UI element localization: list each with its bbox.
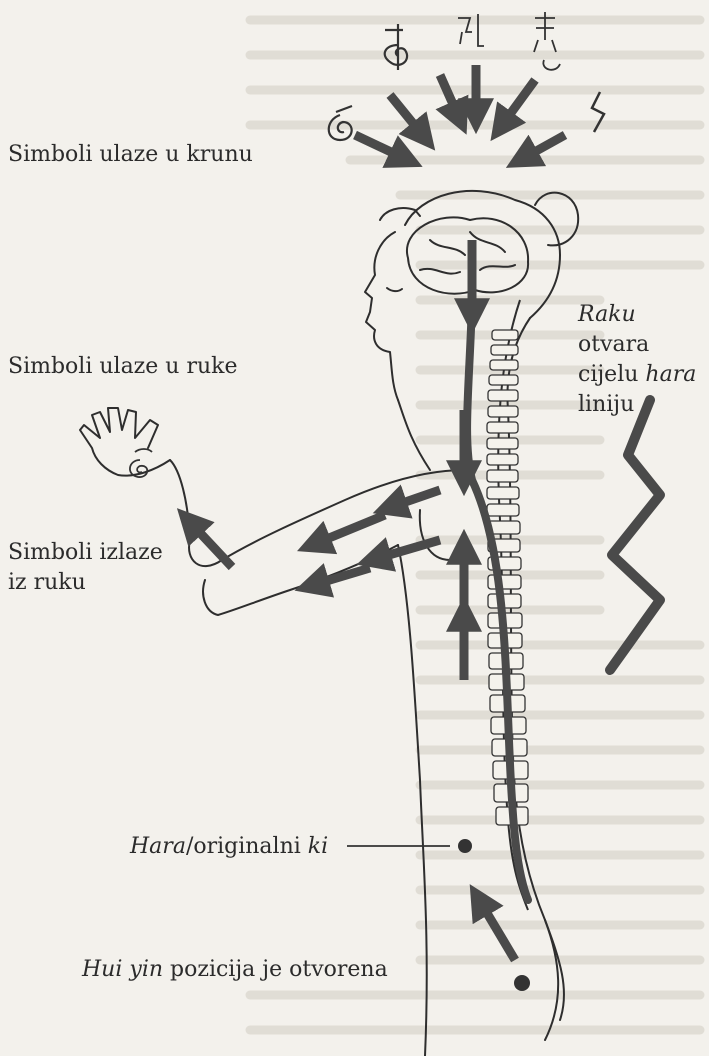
raku-lightning — [610, 400, 660, 670]
label-exit-line1: Simboli izlaze — [8, 540, 163, 565]
crown-arrow-4 — [500, 80, 535, 128]
label-raku-line2: cijelu — [578, 362, 645, 387]
symbol-hand-sei-he-ki — [130, 449, 152, 477]
label-hara-rest: /originalni — [186, 834, 308, 859]
hui-yin-point — [514, 975, 530, 991]
crown-arrow-6 — [355, 135, 408, 160]
label-raku-rest: otvara — [578, 332, 649, 357]
label-hui-yin-em: Hui yin — [82, 957, 163, 982]
label-hui-yin-rest: pozicija je otvorena — [163, 957, 388, 982]
label-hands: Simboli ulaze u ruke — [8, 352, 238, 382]
label-raku-line2-em: hara — [645, 362, 696, 387]
label-hara: Hara/originalni ki — [130, 832, 328, 862]
symbol-hon-sha-ze-sho-nen — [458, 14, 484, 46]
symbol-cho-ku-rei — [385, 24, 407, 70]
crown-arrow-5 — [520, 135, 565, 160]
hara-point — [458, 839, 472, 853]
crown-arrow-1 — [390, 95, 425, 138]
symbol-dai-ko-myo — [534, 12, 560, 70]
label-exit-line2: iz ruku — [8, 570, 86, 595]
arrow-hara-up — [478, 898, 515, 960]
crown-arrows — [355, 65, 565, 160]
symbol-sei-he-ki — [329, 106, 352, 140]
label-hara-em: Hara — [130, 834, 186, 859]
label-raku-line3: liniju — [578, 392, 634, 417]
label-raku-em: Raku — [578, 302, 636, 327]
label-raku: Raku otvara cijelu hara liniju — [578, 300, 709, 420]
label-crown: Simboli ulaze u krunu — [8, 140, 253, 170]
crown-arrow-2 — [440, 75, 460, 120]
label-hara-ki: ki — [308, 834, 328, 859]
label-exit: Simboli izlaze iz ruku — [8, 538, 163, 598]
symbol-raku-small — [592, 92, 604, 132]
label-hui-yin: Hui yin pozicija je otvorena — [82, 955, 388, 985]
